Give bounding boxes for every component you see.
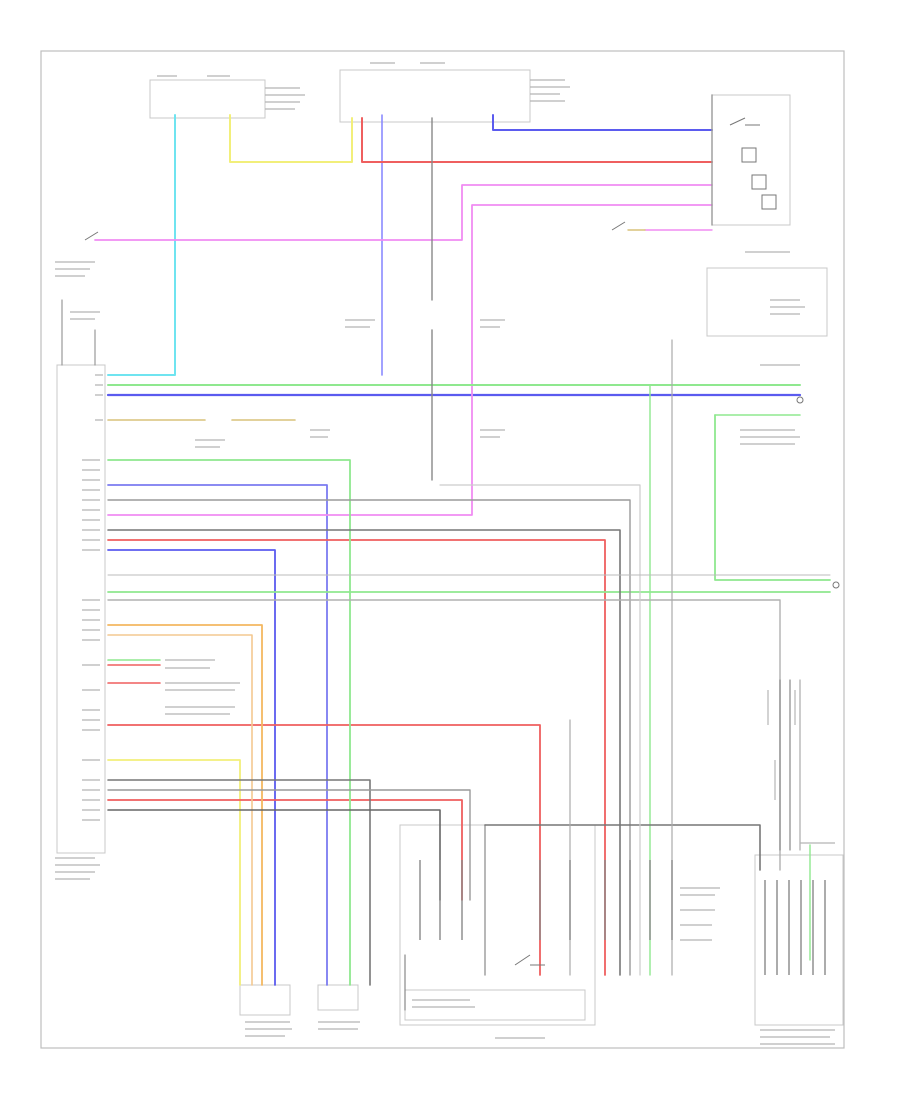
wire-red-top: [361, 117, 713, 163]
wire-gray-13: [439, 484, 641, 976]
switch-symbol-4: [611, 221, 626, 231]
wire-gray-5: [107, 789, 471, 901]
switch-symbol-1: [729, 117, 760, 126]
relay-symbol-2: [751, 174, 767, 190]
connector-box-right: [706, 267, 828, 337]
actuator-connector-box: [317, 984, 359, 1011]
relay-symbol-1: [741, 147, 757, 163]
sensor-connector-box: [239, 984, 291, 1016]
switch-symbol-2: [514, 954, 545, 966]
wire-orange-2: [107, 634, 253, 986]
sensor-assembly-box: [754, 854, 844, 1026]
ground-symbol-2: [832, 581, 840, 589]
relay-symbol-3: [761, 194, 777, 210]
wire-orange-1: [107, 624, 263, 986]
label-strokes: [55, 62, 835, 1045]
wire-pink-2: [107, 204, 713, 516]
switch-symbol-3: [84, 231, 99, 241]
wire-green-3: [714, 414, 831, 581]
wire-blue-3: [107, 549, 276, 986]
control-module-box: [56, 364, 106, 854]
wire-gray-2: [107, 529, 621, 976]
wire-yellow-1: [229, 114, 353, 163]
wire-blue-2: [107, 484, 328, 986]
wire-pink-1: [94, 184, 713, 241]
wire-blue-top: [492, 114, 713, 131]
ground-symbol-1: [796, 396, 804, 404]
pin-marks: [82, 374, 103, 821]
fuse-box-center: [339, 69, 531, 123]
wires: [61, 94, 831, 1011]
wire-cyan-1: [107, 114, 176, 376]
wire-red-1: [107, 539, 606, 976]
fuse-box-left: [149, 79, 266, 119]
wire-yellow-2: [107, 759, 241, 986]
wire-gray-1: [107, 499, 631, 976]
connector-pins: [419, 860, 826, 975]
switch-symbols: [84, 117, 840, 966]
diagram-frame: [40, 50, 845, 1049]
wire-gray-4: [107, 779, 371, 986]
wire-gray-8: [484, 824, 761, 871]
